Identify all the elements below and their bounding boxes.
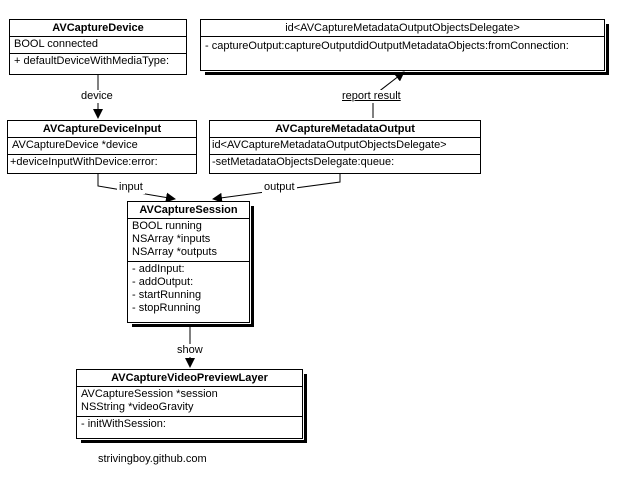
class-methods: - addInput: - addOutput: - startRunning … xyxy=(128,262,249,317)
class-av-capture-video-preview-layer: AVCaptureVideoPreviewLayer AVCaptureSess… xyxy=(76,369,307,443)
attribute: NSArray *inputs xyxy=(132,233,211,245)
class-methods: - captureOutput:captureOutputdidOutputMe… xyxy=(201,37,604,55)
edge-label-device: device xyxy=(79,90,115,103)
method: + defaultDeviceWithMediaType: xyxy=(14,55,169,67)
class-attributes: BOOL connected xyxy=(10,37,186,54)
attribute: BOOL connected xyxy=(14,38,98,50)
method: - stopRunning xyxy=(132,302,201,314)
edge-label-output: output xyxy=(262,181,297,194)
method: +deviceInputWithDevice:error: xyxy=(10,156,158,168)
class-av-capture-device-input: AVCaptureDeviceInput AVCaptureDevice *de… xyxy=(7,120,197,174)
class-attributes: AVCaptureDevice *device xyxy=(8,138,196,155)
edge-label-report-result: report result xyxy=(340,90,403,103)
edge-output-line xyxy=(212,174,341,203)
method: -setMetadataObjectsDelegate:queue: xyxy=(212,156,395,168)
edge-input-line xyxy=(97,173,176,203)
attribute: AVCaptureSession *session xyxy=(81,388,218,400)
method: - addOutput: xyxy=(132,276,194,288)
class-attributes: id<AVCaptureMetadataOutputObjectsDelegat… xyxy=(210,138,480,155)
class-methods: - initWithSession: xyxy=(77,417,302,433)
attribute: id<AVCaptureMetadataOutputObjectsDelegat… xyxy=(212,139,447,151)
class-attributes: AVCaptureSession *session NSString *vide… xyxy=(77,387,302,417)
method: - initWithSession: xyxy=(81,418,166,430)
protocol-metadata-output-objects-delegate: id<AVCaptureMetadataOutputObjectsDelegat… xyxy=(200,19,609,75)
class-av-capture-metadata-output: AVCaptureMetadataOutput id<AVCaptureMeta… xyxy=(209,120,481,174)
class-methods: +deviceInputWithDevice:error: xyxy=(8,155,196,171)
class-attributes: BOOL running NSArray *inputs NSArray *ou… xyxy=(128,219,249,262)
attribute: NSString *videoGravity xyxy=(81,401,194,413)
class-name: AVCaptureMetadataOutput xyxy=(210,121,480,138)
class-name: AVCaptureDevice xyxy=(10,20,186,37)
class-av-capture-session: AVCaptureSession BOOL running NSArray *i… xyxy=(127,201,254,327)
class-av-capture-device: AVCaptureDevice BOOL connected + default… xyxy=(9,19,187,75)
attribute: NSArray *outputs xyxy=(132,246,217,258)
class-name: AVCaptureDeviceInput xyxy=(8,121,196,138)
class-name: AVCaptureVideoPreviewLayer xyxy=(77,370,302,387)
attribute: AVCaptureDevice *device xyxy=(12,139,138,151)
attribute: BOOL running xyxy=(132,220,202,232)
class-name: id<AVCaptureMetadataOutputObjectsDelegat… xyxy=(201,20,604,37)
class-name: AVCaptureSession xyxy=(128,202,249,219)
class-methods: + defaultDeviceWithMediaType: xyxy=(10,54,186,70)
edge-label-show: show xyxy=(175,344,205,357)
method: - addInput: xyxy=(132,263,185,275)
method: - startRunning xyxy=(132,289,202,301)
footer-watermark-text: strivingboy.github.com xyxy=(98,453,207,465)
method: - captureOutput:captureOutputdidOutputMe… xyxy=(205,40,569,52)
class-methods: -setMetadataObjectsDelegate:queue: xyxy=(210,155,480,171)
edge-label-input: input xyxy=(117,181,145,194)
